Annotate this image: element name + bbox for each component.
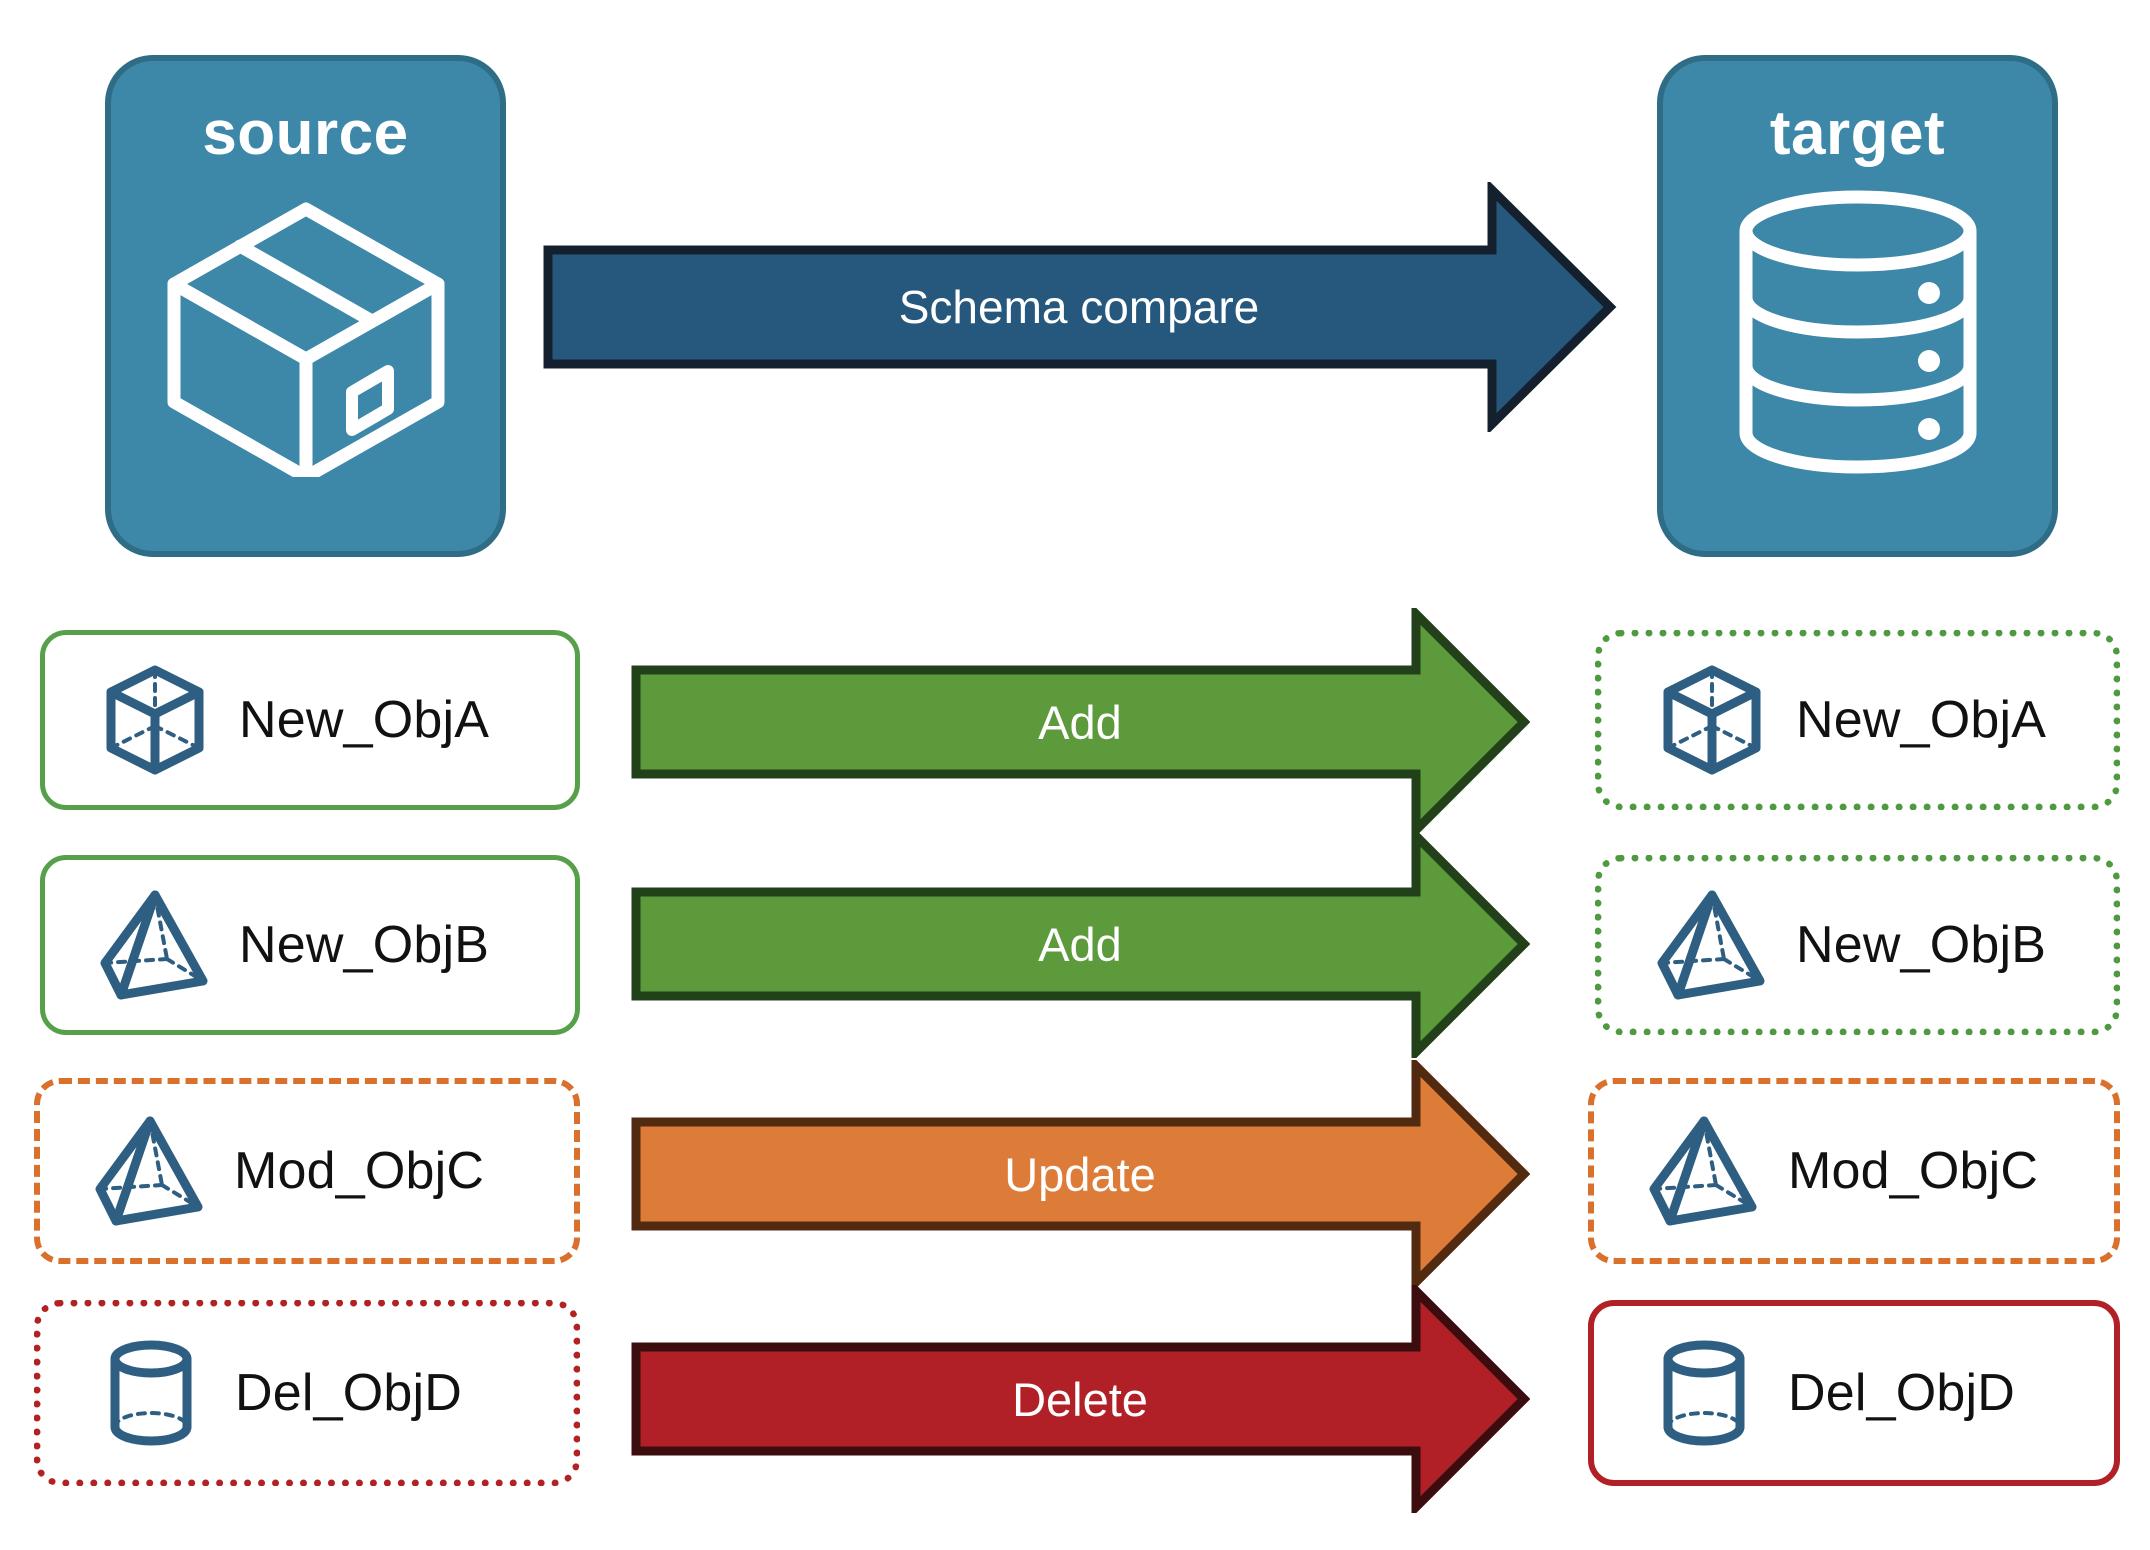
right-arrow-icon xyxy=(631,603,1531,841)
source-object-card-2[interactable]: Mod_ObjC xyxy=(34,1078,580,1264)
wireframe-pyramid-icon xyxy=(92,1113,208,1229)
target-object-card-0[interactable]: New_ObjA xyxy=(1595,630,2120,810)
right-arrow-icon xyxy=(631,1280,1531,1518)
action-arrow-2[interactable]: Update xyxy=(630,1055,1531,1293)
action-arrow-3[interactable]: Delete xyxy=(630,1280,1531,1518)
target-object-label-2: Mod_ObjC xyxy=(1788,1142,2039,1200)
target-endpoint-title: target xyxy=(1769,99,1946,168)
target-object-card-2[interactable]: Mod_ObjC xyxy=(1588,1078,2120,1264)
target-object-label-3: Del_ObjD xyxy=(1788,1364,2016,1422)
package-box-icon xyxy=(156,187,456,484)
action-arrow-0[interactable]: Add xyxy=(630,603,1531,841)
source-object-card-3[interactable]: Del_ObjD xyxy=(34,1300,580,1486)
source-object-label-0: New_ObjA xyxy=(239,691,490,749)
target-endpoint-card[interactable]: target xyxy=(1657,55,2058,557)
source-object-label-2: Mod_ObjC xyxy=(234,1142,485,1200)
right-arrow-icon xyxy=(631,1055,1531,1293)
source-object-card-0[interactable]: New_ObjA xyxy=(40,630,580,810)
wireframe-cylinder-icon xyxy=(1646,1335,1762,1451)
wireframe-pyramid-icon xyxy=(97,887,213,1003)
wireframe-cylinder-icon xyxy=(93,1335,209,1451)
source-object-label-3: Del_ObjD xyxy=(235,1364,463,1422)
schema-compare-arrow[interactable]: Schema compare xyxy=(540,179,1618,435)
right-arrow-icon xyxy=(543,179,1617,435)
source-object-card-1[interactable]: New_ObjB xyxy=(40,855,580,1035)
wireframe-cube-icon xyxy=(1654,662,1770,778)
wireframe-pyramid-icon xyxy=(1654,887,1770,1003)
right-arrow-icon xyxy=(631,825,1531,1063)
target-object-card-3[interactable]: Del_ObjD xyxy=(1588,1300,2120,1486)
database-cylinder-icon xyxy=(1733,187,1983,482)
target-object-label-0: New_ObjA xyxy=(1796,691,2047,749)
source-endpoint-card[interactable]: source xyxy=(105,55,506,557)
source-endpoint-title: source xyxy=(202,99,409,168)
source-object-label-1: New_ObjB xyxy=(239,916,490,974)
wireframe-pyramid-icon xyxy=(1646,1113,1762,1229)
wireframe-cube-icon xyxy=(97,662,213,778)
target-object-label-1: New_ObjB xyxy=(1796,916,2047,974)
target-object-card-1[interactable]: New_ObjB xyxy=(1595,855,2120,1035)
action-arrow-1[interactable]: Add xyxy=(630,825,1531,1063)
